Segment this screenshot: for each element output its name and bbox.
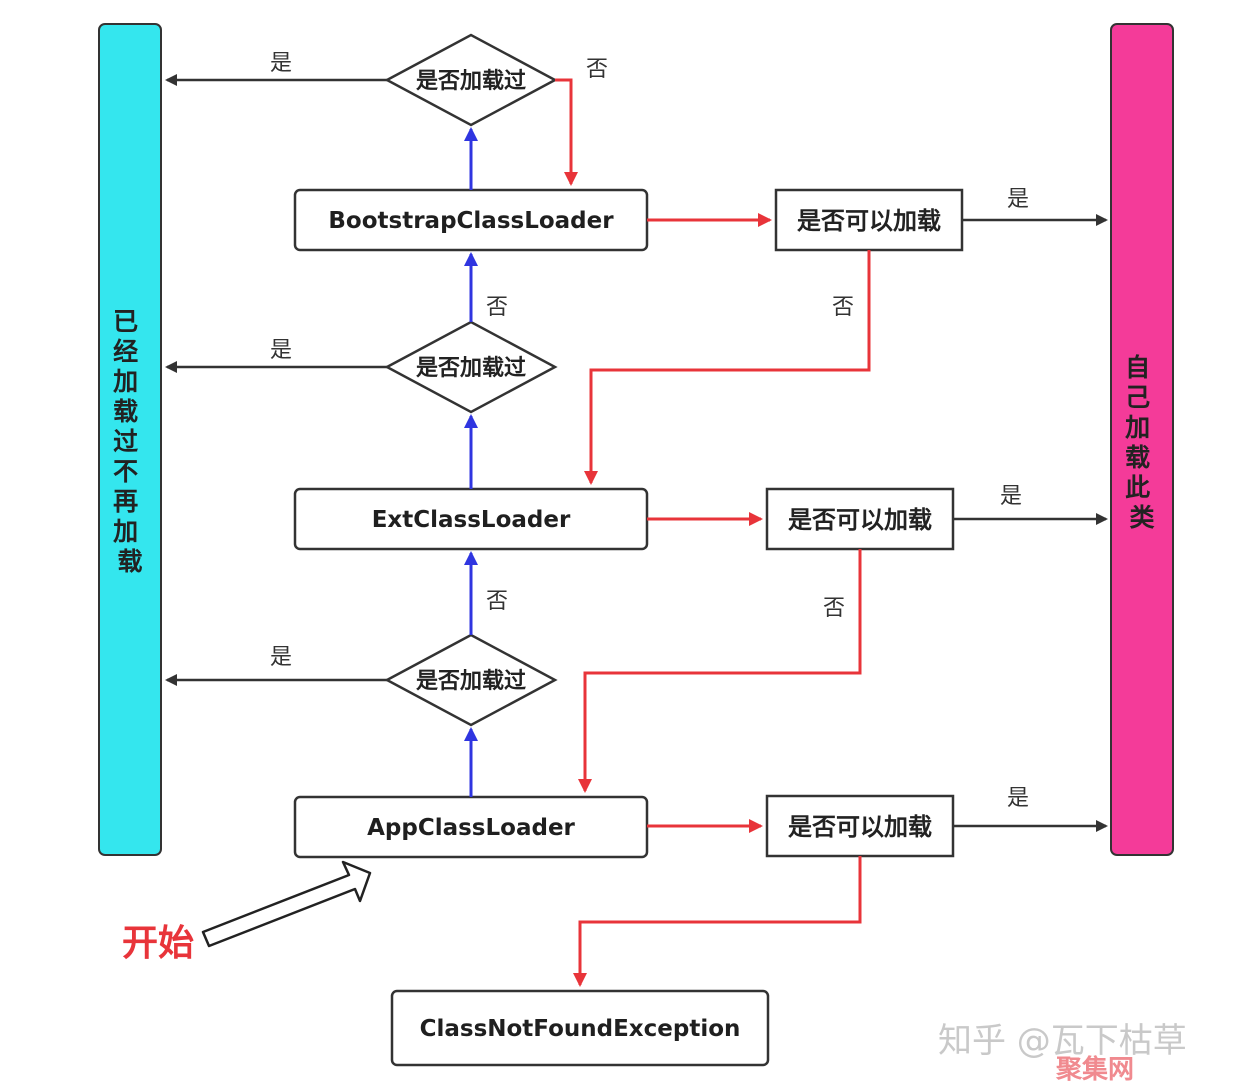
watermark-sub: 聚集网	[1055, 1054, 1134, 1085]
can-load-box-ext	[765, 487, 955, 551]
classnotfound-exception-label: ClassNotFoundException	[420, 1016, 741, 1042]
arrow-no-top-diamond-to-bootstrap	[555, 78, 578, 186]
can-load-app-label: 是否可以加载	[788, 813, 932, 841]
label-no-top-diamond: 否	[586, 57, 608, 82]
arrow-no-app-canload-to-exception	[573, 856, 862, 987]
bootstrap-classloader-label: BootstrapClassLoader	[328, 208, 614, 234]
right-bar-load-self	[1110, 23, 1174, 856]
start-arrow	[201, 860, 372, 948]
right-bar-label: 自 己 加 载 此 类	[1124, 353, 1159, 532]
classnotfound-exception-box	[390, 989, 770, 1067]
can-load-bootstrap-label: 是否可以加载	[797, 207, 941, 235]
arrow-no-ext-canload-to-app	[578, 549, 862, 793]
watermark-text: 知乎 @瓦下枯草	[938, 1021, 1187, 1061]
app-classloader-label: AppClassLoader	[367, 815, 575, 841]
label-yes-bootstrap-left: 是	[270, 51, 292, 76]
can-load-ext-label: 是否可以加载	[788, 506, 932, 534]
label-yes-ext-right: 是	[1000, 484, 1022, 509]
left-bar-already-loaded	[98, 23, 162, 856]
label-yes-ext-left: 是	[270, 338, 292, 363]
arrow-no-bootstrap-canload-to-ext	[584, 250, 871, 485]
label-yes-app-left: 是	[270, 645, 292, 670]
decision-loaded-app-label: 是否加载过	[416, 668, 526, 694]
label-no-ext-canload: 否	[823, 596, 845, 621]
decision-loaded-app	[384, 633, 558, 727]
decision-loaded-bootstrap-label: 是否加载过	[416, 68, 526, 94]
label-yes-bootstrap-right: 是	[1007, 187, 1029, 212]
decision-loaded-ext-label: 是否加载过	[416, 355, 526, 381]
label-no-app-up: 否	[486, 589, 508, 614]
left-bar-label: 已 经 加 载 过 不 再 加 载	[112, 307, 147, 576]
decision-loaded-ext	[384, 320, 558, 414]
label-no-ext-up: 否	[486, 295, 508, 320]
label-no-bootstrap-canload: 否	[832, 295, 854, 320]
ext-classloader-label: ExtClassLoader	[372, 507, 571, 533]
label-yes-app-right: 是	[1007, 786, 1029, 811]
start-label: 开始	[122, 923, 194, 964]
